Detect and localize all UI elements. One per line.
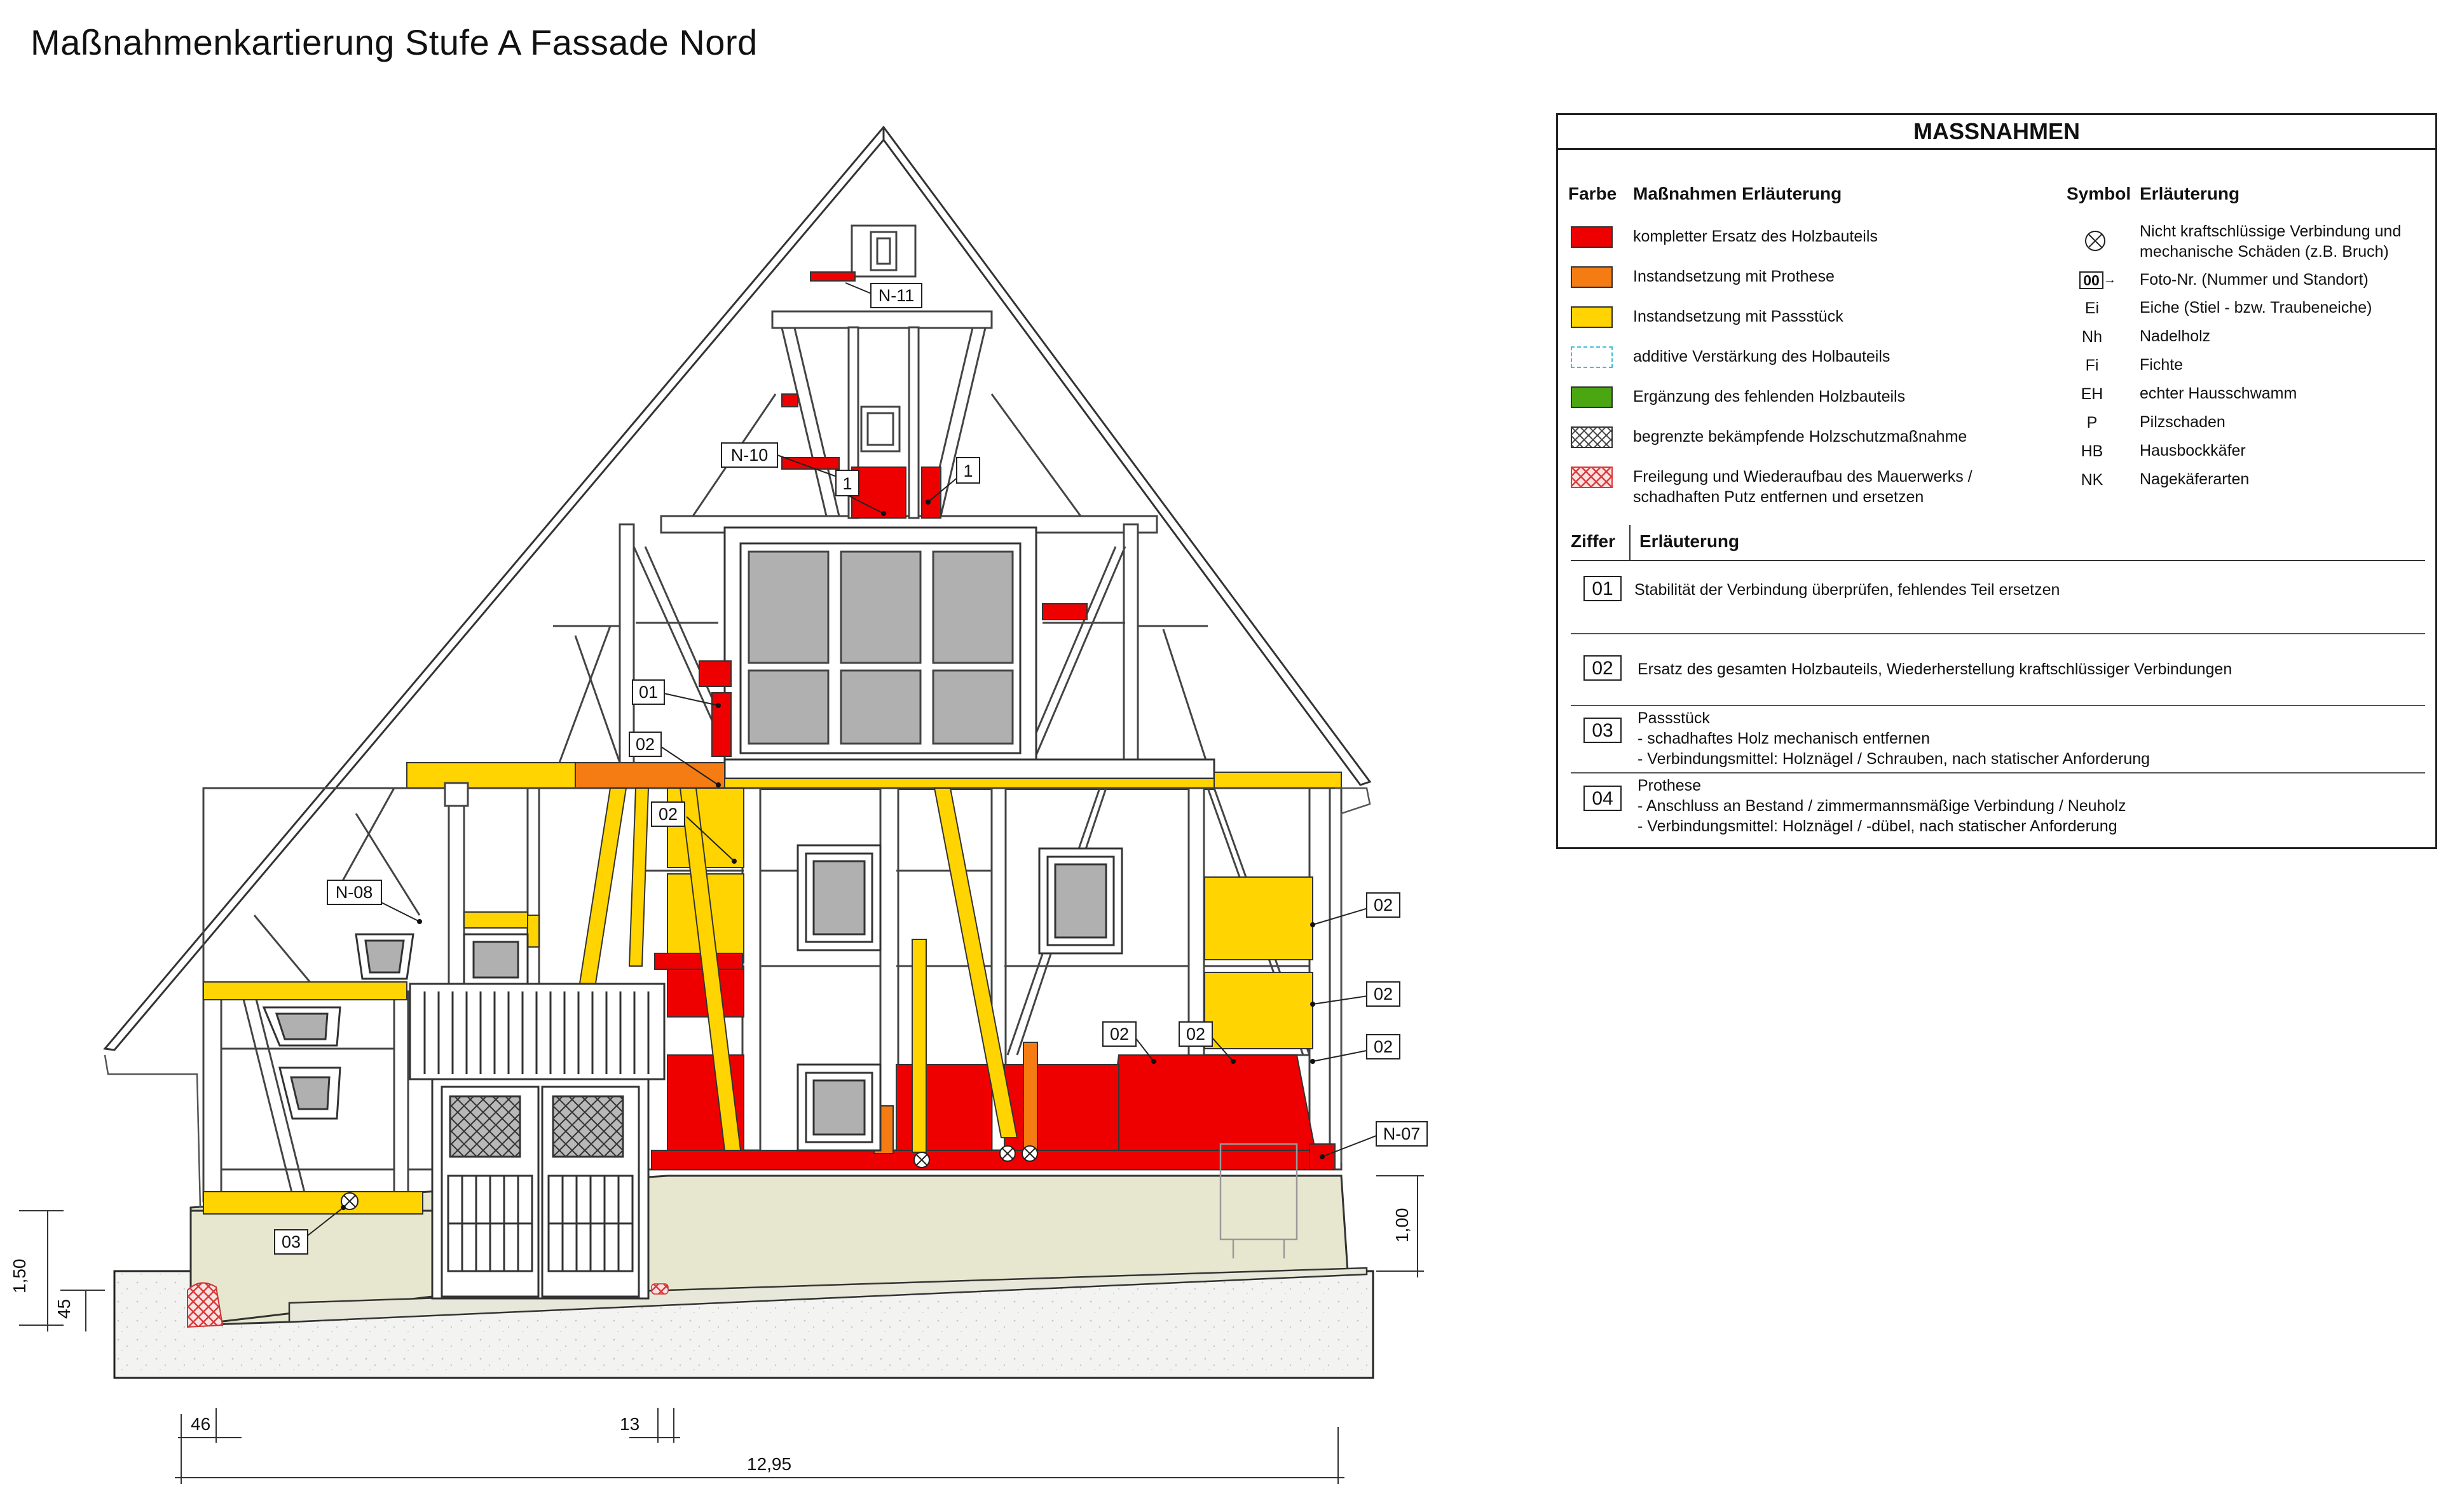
ziffer-divider	[1571, 705, 2425, 706]
ziffer-box: 03	[1583, 718, 1622, 743]
dimension-lines	[19, 1175, 1424, 1484]
ziffer-box: 02	[1583, 655, 1622, 681]
ziffer-box: 01	[1583, 576, 1622, 601]
legend-header-ziffer: Ziffer	[1571, 531, 1615, 551]
swatch-yellow	[1571, 306, 1613, 328]
legend-symbol-code: HB	[2081, 442, 2103, 460]
ziffer-text: Prothese	[1638, 777, 1702, 794]
crossed-circle-icon	[2085, 231, 2105, 251]
ziffer-text: Stabilität der Verbindung überprüfen, fe…	[1634, 581, 2060, 599]
dormer-window	[723, 526, 1215, 780]
legend-symbol-text: Nagekäferarten	[2140, 470, 2250, 488]
label-1a: 1	[842, 474, 852, 493]
ziffer-divider	[1571, 633, 2425, 634]
legend-header-farbe: Farbe	[1568, 184, 1617, 203]
facade-drawing: N-11 N-10 1 1 01 02 02 N-08 02 02 02 N-0…	[10, 125, 1428, 1484]
ziffer-text: - Verbindungsmittel: Holznägel / Schraub…	[1638, 750, 2150, 768]
ziffer-text: - Verbindungsmittel: Holznägel / -dübel,…	[1638, 817, 2117, 835]
ziffer-text: Ersatz des gesamten Holzbauteils, Wieder…	[1638, 660, 2232, 678]
label-n10: N-10	[731, 446, 769, 465]
legend-symbol-code: NK	[2081, 471, 2103, 489]
label-02-right-2: 02	[1374, 984, 1393, 1004]
legend-color-label: begrenzte bekämpfende Holzschutzmaßnahme	[1633, 428, 1967, 446]
entrance-porch	[409, 983, 666, 1300]
dim-12-95: 12,95	[747, 1454, 791, 1474]
legend-color-label: schadhaften Putz entfernen und ersetzen	[1633, 488, 1924, 506]
legend-symbol-text: Hausbockkäfer	[2140, 442, 2246, 460]
masonry-repair-small	[651, 1283, 669, 1295]
legend-symbol-text: Eiche (Stiel - bzw. Traubeneiche)	[2140, 299, 2372, 317]
legend-symbol-code: Nh	[2082, 328, 2102, 346]
legend-symbol-code: P	[2086, 414, 2098, 432]
label-02-sill-2: 02	[1186, 1025, 1205, 1044]
dim-13: 13	[620, 1414, 639, 1434]
legend-color-label: kompletter Ersatz des Holzbauteils	[1633, 228, 1878, 245]
ziffer-header-line	[1571, 560, 2425, 561]
legend-header-erlaeuterung: Erläuterung	[2140, 184, 2240, 203]
label-03: 03	[282, 1232, 301, 1251]
legend-header-ziffer-erlaeuterung: Erläuterung	[1639, 531, 1740, 551]
legend-color-label: Instandsetzung mit Passstück	[1633, 308, 1843, 325]
legend-symbol-code: Fi	[2085, 357, 2099, 374]
ziffer-box: 04	[1583, 786, 1622, 811]
page-title: Maßnahmenkartierung Stufe A Fassade Nord	[31, 22, 758, 62]
small-windows	[262, 844, 1123, 1152]
legend-color-label: Instandsetzung mit Prothese	[1633, 268, 1835, 285]
ziffer-text: Passstück	[1638, 709, 1710, 727]
swatch-red-hatch	[1571, 467, 1613, 488]
swatch-dashed-cyan	[1571, 346, 1613, 368]
photo-number-icon: 00	[2079, 271, 2103, 289]
ziffer-text: - Anschluss an Bestand / zimmermannsmäßi…	[1638, 797, 2126, 815]
roof	[103, 125, 1372, 1051]
ziffer-header-divider	[1629, 525, 1631, 560]
dim-46: 46	[191, 1414, 210, 1434]
legend-symbol-text: Nadelholz	[2140, 327, 2211, 345]
legend-symbol-text: Foto-Nr. (Nummer und Standort)	[2140, 271, 2369, 289]
legend-symbol-text: echter Hausschwamm	[2140, 385, 2297, 402]
dim-45: 45	[54, 1299, 74, 1319]
swatch-red	[1571, 226, 1613, 248]
dim-1-00: 1,00	[1392, 1208, 1412, 1243]
label-02-brace: 02	[659, 805, 678, 824]
legend-symbol-text: Fichte	[2140, 356, 2184, 374]
damage-symbols	[341, 1145, 1038, 1210]
ziffer-text: - schadhaftes Holz mechanisch entfernen	[1638, 730, 1930, 747]
masonry-repair-left	[187, 1282, 224, 1328]
legend-header-symbol: Symbol	[2067, 184, 2131, 203]
label-n08: N-08	[336, 883, 373, 902]
legend-color-label: Freilegung und Wiederaufbau des Mauerwer…	[1633, 468, 1973, 486]
swatch-orange	[1571, 266, 1613, 288]
legend-header-massnahmen: Maßnahmen Erläuterung	[1633, 184, 1842, 203]
downpipe	[104, 787, 1371, 1258]
legend-panel: MASSNAHMEN Farbe Maßnahmen Erläuterung S…	[1556, 113, 2437, 849]
label-02-right-1: 02	[1374, 896, 1393, 915]
label-01: 01	[639, 683, 658, 702]
dim-1-50: 1,50	[10, 1259, 29, 1294]
swatch-green	[1571, 386, 1613, 408]
label-boxes	[274, 283, 1428, 1255]
label-n07: N-07	[1383, 1124, 1421, 1143]
arrow-icon: →	[2103, 273, 2116, 287]
label-n11: N-11	[879, 286, 915, 305]
legend-symbol-text: Nicht kraftschlüssige Verbindung und	[2140, 222, 2402, 240]
legend-symbol-code: Ei	[2084, 299, 2100, 317]
legend-color-label: additive Verstärkung des Holbauteils	[1633, 348, 1891, 365]
beam-floor	[406, 762, 1342, 790]
legend-symbol-text: mechanische Schäden (z.B. Bruch)	[2140, 243, 2389, 261]
legend-title: MASSNAHMEN	[1558, 115, 2435, 150]
ziffer-divider	[1571, 772, 2425, 773]
legend-symbol-code: EH	[2081, 385, 2103, 403]
label-02-sill-1: 02	[1110, 1025, 1129, 1044]
label-1b: 1	[963, 461, 973, 480]
label-02-right-3: 02	[1374, 1037, 1393, 1056]
label-02-beam: 02	[636, 735, 655, 754]
swatch-hatch	[1571, 426, 1613, 448]
legend-symbol-text: Pilzschaden	[2140, 413, 2226, 431]
legend-color-label: Ergänzung des fehlenden Holzbauteils	[1633, 388, 1906, 405]
repair-members	[203, 271, 1336, 1215]
